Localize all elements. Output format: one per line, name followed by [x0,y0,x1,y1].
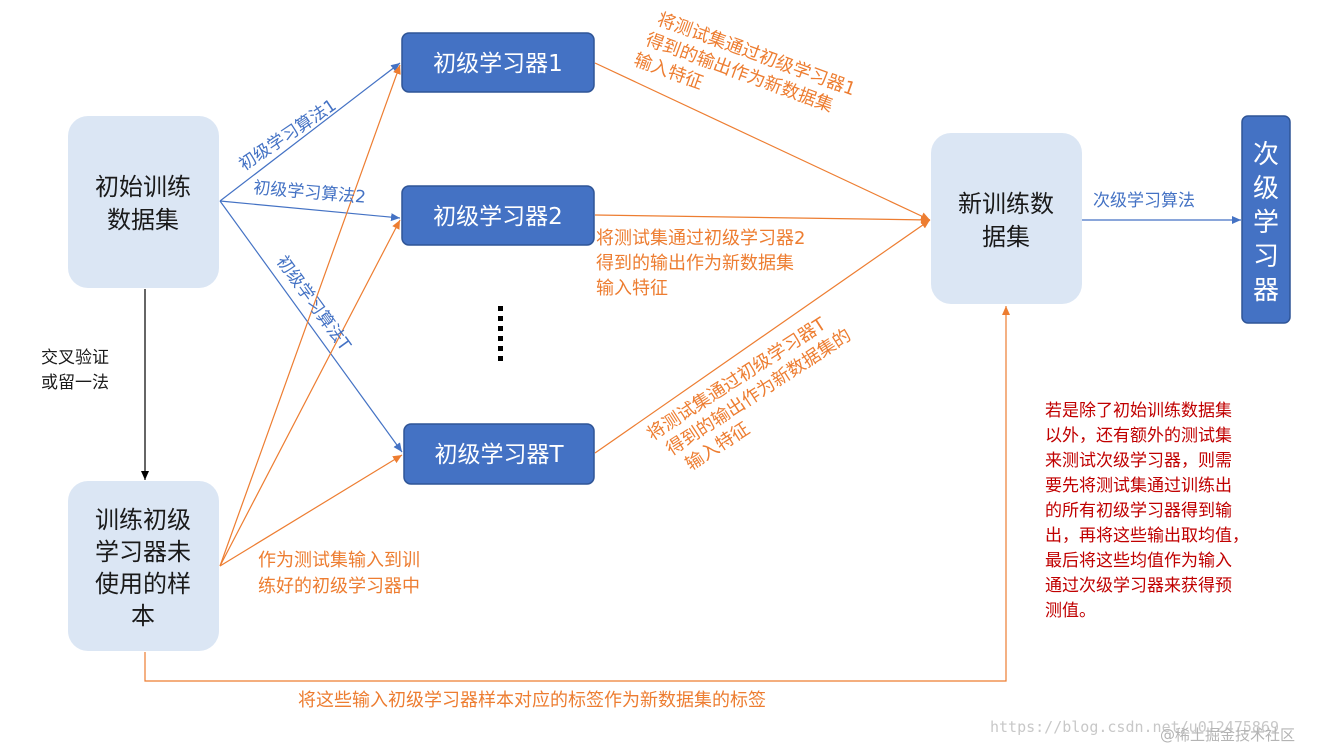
secondary-char-4: 习 [1253,242,1279,272]
node-new-train: 新训练数 据集 [931,133,1082,304]
node-unused-line3: 使用的样 [95,570,191,598]
arrow-outT [594,219,931,454]
secondary-char-2: 级 [1253,174,1279,204]
label-out2-line1: 将测试集通过初级学习器2 [596,228,805,249]
label-algoT: 初级学习算法T [272,252,355,355]
label-label-note: 将这些输入初级学习器样本对应的标签作为新数据集的标签 [298,690,766,711]
node-unused-line2: 学习器未 [95,538,191,566]
label-out2-line2: 得到的输出作为新数据集 [596,253,794,274]
arrow-test-to-learnerT [219,454,403,567]
red-note-line5: 的所有初级学习器得到输 [1045,501,1232,521]
label-out1: 将测试集通过初级学习器1 得到的输出作为新数据集 输入特征 [631,9,858,117]
red-note-line4: 要先将测试集通过训练出 [1045,476,1232,496]
arrow-out1 [594,62,931,221]
node-unused-line4: 本 [131,602,155,630]
red-note-line7: 最后将这些均值作为输入 [1045,551,1232,571]
label-secondary-algo: 次级学习算法 [1093,191,1195,211]
label-outT: 将测试集通过初级学习器T 得到的输出作为新数据集的 输入特征 [643,313,856,475]
node-learner-2: 初级学习器2 [401,185,595,246]
node-unused-line1: 训练初级 [95,506,191,534]
arrow-algo1 [219,62,401,202]
label-test-input-line1: 作为测试集输入到训 [258,550,420,571]
node-learner-1: 初级学习器1 [401,32,595,93]
node-initial-train-line1: 初始训练 [95,173,191,201]
node-secondary-learner: 次 级 学 习 器 [1241,115,1291,324]
node-initial-train: 初始训练 数据集 [68,116,219,288]
arrow-out2 [594,214,931,224]
node-learner-t: 初级学习器T [403,423,595,485]
arrow-algo2 [219,200,401,222]
node-learner-t-label: 初级学习器T [434,442,564,468]
arrow-test-to-learner1 [219,64,401,567]
red-note-line3: 来测试次级学习器，则需 [1045,451,1232,471]
red-note-line2: 以外，还有额外的测试集 [1045,426,1232,446]
node-new-train-line2: 据集 [982,223,1030,251]
arrow-algoT [219,200,403,453]
node-new-train-line1: 新训练数 [958,190,1054,218]
red-note-line9: 测值。 [1045,601,1096,621]
node-initial-train-line2: 数据集 [107,206,179,234]
node-learner-1-label: 初级学习器1 [433,51,563,77]
arrow-test-to-learner2 [219,219,401,567]
watermark-brand: @稀土掘金技术社区 [1160,726,1295,744]
label-cross-validation-line1: 交叉验证 [41,348,109,368]
red-note-line8: 通过次级学习器来获得预 [1045,576,1232,596]
arrow-labels-path [144,306,1010,682]
ellipsis-dots [498,306,503,361]
node-learner-2-label: 初级学习器2 [433,204,563,230]
red-note-line6: 出，再将这些输出取均值， [1045,526,1249,546]
node-unused-samples: 训练初级 学习器未 使用的样 本 [68,481,219,651]
label-algo1: 初级学习算法1 [236,95,341,175]
label-outT-line2: 得到的输出作为新数据集的 [663,325,856,460]
watermark-url: https://blog.csdn.net/u012475869 [990,718,1279,736]
label-out2-line3: 输入特征 [596,278,668,299]
label-algo2: 初级学习算法2 [253,178,367,208]
label-cross-validation-line2: 或留一法 [41,373,109,393]
secondary-char-1: 次 [1253,140,1279,170]
secondary-char-5: 器 [1253,276,1279,306]
red-note-line1: 若是除了初始训练数据集 [1045,401,1232,421]
label-test-input-line2: 练好的初级学习器中 [258,576,420,597]
red-note: 若是除了初始训练数据集 以外，还有额外的测试集 来测试次级学习器，则需 要先将测… [1045,401,1249,621]
secondary-char-3: 学 [1253,208,1279,238]
